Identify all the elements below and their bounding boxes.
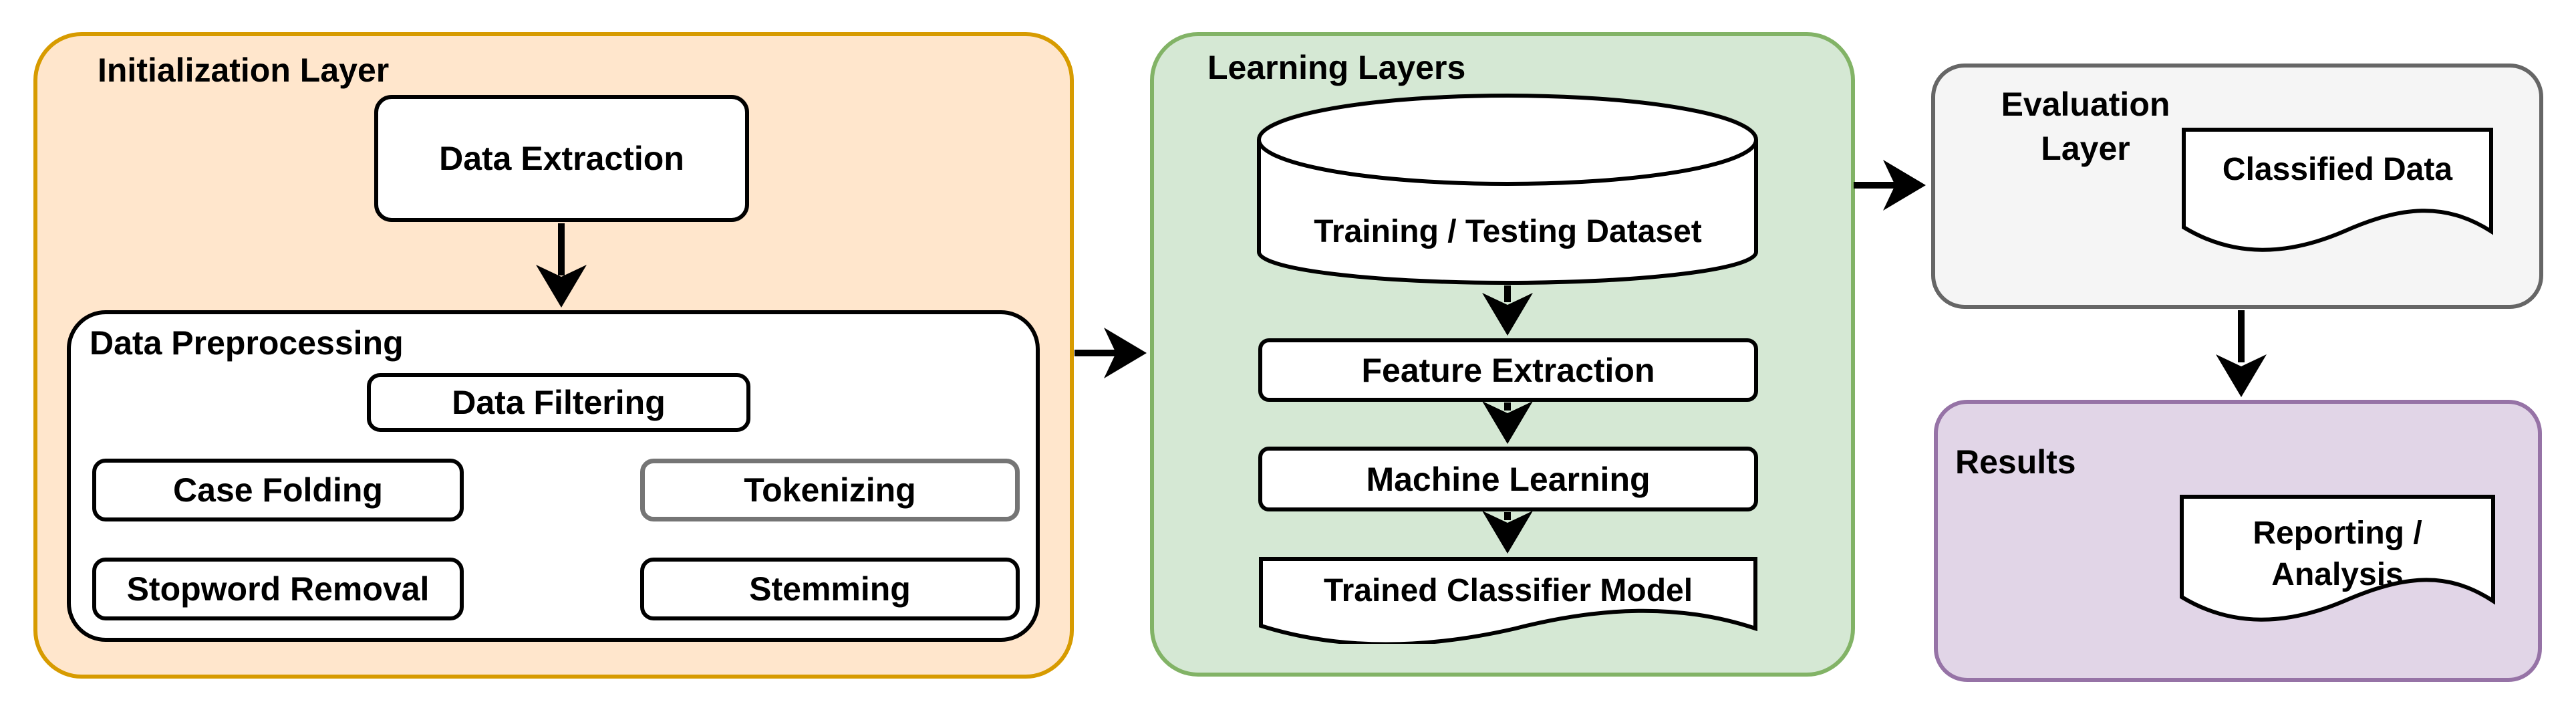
stopword-removal-label: Stopword Removal (126, 570, 430, 608)
initialization-layer-title: Initialization Layer (98, 51, 390, 89)
initialization-layer-container: Initialization Layer Data Extraction Dat… (33, 32, 1074, 679)
document-shape (2182, 128, 2493, 252)
learning-layers-title: Learning Layers (1207, 49, 1466, 86)
tokenizing-label: Tokenizing (744, 471, 916, 509)
document-shape (1259, 557, 1757, 644)
reporting-analysis-document: Reporting / Analysis (2179, 494, 2496, 629)
results-title: Results (1955, 443, 2076, 481)
database-cylinder-shape (1257, 94, 1758, 285)
arrow-learning-to-evaluation (1854, 160, 1926, 211)
classified-data-document: Classified Data (2181, 127, 2494, 259)
reporting-analysis-label: Reporting / Analysis (2253, 515, 2422, 592)
tokenizing-node: Tokenizing (640, 459, 1020, 521)
stemming-label: Stemming (749, 570, 911, 608)
evaluation-layer-title: Evaluation Layer (2001, 86, 2170, 167)
data-preprocessing-title: Data Preprocessing (90, 324, 404, 362)
stopword-removal-node: Stopword Removal (92, 558, 464, 620)
stemming-node: Stemming (640, 558, 1020, 620)
data-filtering-node: Data Filtering (367, 373, 750, 432)
case-folding-node: Case Folding (92, 459, 464, 521)
case-folding-label: Case Folding (173, 471, 383, 509)
results-container: Results Reporting / Analysis (1934, 400, 2542, 682)
data-extraction-node: Data Extraction (374, 95, 749, 222)
arrow-initialization-to-learning (1075, 328, 1147, 378)
learning-layers-container: Learning Layers Training / Testing Datas… (1150, 32, 1855, 677)
feature-extraction-label: Feature Extraction (1361, 351, 1655, 389)
machine-learning-label: Machine Learning (1366, 460, 1651, 498)
document-shape (2180, 495, 2495, 622)
data-filtering-label: Data Filtering (452, 384, 666, 421)
training-testing-dataset-label: Training / Testing Dataset (1314, 214, 1702, 249)
training-testing-dataset-cylinder: Training / Testing Dataset (1256, 93, 1760, 287)
trained-classifier-model-document: Trained Classifier Model (1258, 556, 1758, 644)
trained-classifier-model-label: Trained Classifier Model (1323, 573, 1693, 608)
evaluation-layer-container: Evaluation Layer Classified Data (1931, 64, 2543, 309)
data-extraction-label: Data Extraction (439, 140, 684, 177)
classified-data-label: Classified Data (2222, 152, 2453, 187)
data-preprocessing-group: Data Preprocessing Data Filtering Case F… (67, 310, 1040, 642)
machine-learning-node: Machine Learning (1258, 447, 1758, 511)
arrow-evaluation-to-results (2216, 310, 2267, 397)
feature-extraction-node: Feature Extraction (1258, 338, 1758, 402)
